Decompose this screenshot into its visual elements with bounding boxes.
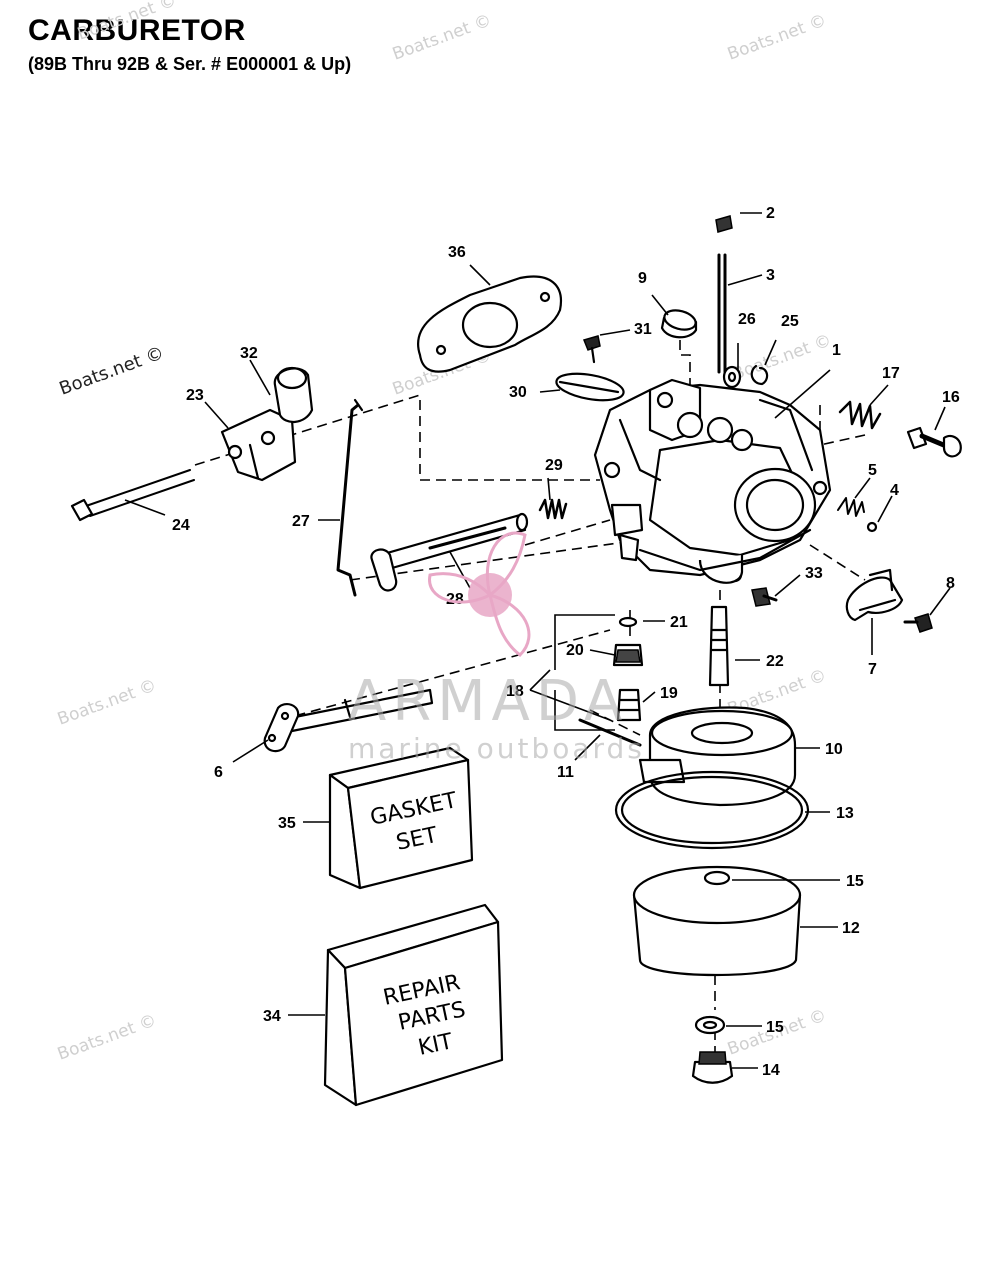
drain-plug-part-14	[691, 1051, 734, 1084]
washer-part-26	[722, 365, 742, 389]
callout-31: 31	[634, 321, 652, 338]
leader-lines	[124, 212, 951, 1069]
watermark-text-dark: Boats.net ©	[57, 342, 167, 399]
page-title: CARBURETOR	[28, 14, 246, 47]
carburetor-body-part-1	[593, 378, 832, 584]
callout-labels: 1 2 3 4 5 6 7 8 9 10 11 12 13 14 15 15 1…	[172, 205, 960, 1079]
watermark-text: Boats.net ©	[725, 10, 829, 64]
armada-brand-watermark: ARMADA marine outboards	[348, 531, 645, 765]
callout-21: 21	[670, 614, 688, 631]
callout-10: 10	[825, 741, 843, 758]
link-rod-part-27	[336, 398, 364, 597]
propeller-logo	[428, 531, 531, 657]
watermark-text: Boats.net ©	[75, 0, 179, 45]
hinge-pin-part-11	[578, 718, 642, 747]
callout-2: 2	[766, 205, 775, 222]
callout-20: 20	[566, 642, 584, 659]
callout-19: 19	[660, 685, 678, 702]
clip-part-25	[750, 364, 769, 386]
callout-22: 22	[766, 653, 784, 670]
watermark-text: Boats.net ©	[390, 10, 494, 64]
callout-34: 34	[263, 1008, 281, 1025]
page-subtitle: (89B Thru 92B & Ser. # E000001 & Up)	[28, 54, 352, 74]
callout-26: 26	[738, 311, 756, 328]
screw-part-8	[903, 613, 933, 633]
callout-8: 8	[946, 575, 955, 592]
needle-valve-part-22	[708, 605, 730, 687]
spring-part-17	[838, 400, 882, 430]
float-part-10	[638, 706, 797, 807]
callout-15b: 15	[766, 1019, 784, 1036]
callout-30: 30	[509, 384, 527, 401]
callout-23: 23	[186, 387, 204, 404]
jet-part-20	[612, 643, 644, 667]
callout-35: 35	[278, 815, 296, 832]
washer-part-21	[618, 616, 638, 628]
watermark-text: Boats.net ©	[55, 675, 159, 729]
screw-part-33	[751, 587, 778, 607]
washer-part-15	[694, 1015, 726, 1035]
brand-name: ARMADA	[348, 669, 628, 734]
gasket-part-36	[417, 275, 563, 373]
spring-part-5	[837, 497, 865, 517]
callout-9: 9	[638, 270, 647, 287]
brand-tagline: marine outboards	[348, 732, 645, 765]
callout-36: 36	[448, 244, 466, 261]
callout-7: 7	[868, 661, 877, 678]
spring-part-29	[538, 498, 568, 520]
callout-17: 17	[882, 365, 900, 382]
callout-12: 12	[842, 920, 860, 937]
nozzle-part-19	[616, 688, 642, 722]
callout-24: 24	[172, 517, 190, 534]
screw-part-24	[70, 469, 195, 522]
callout-33: 33	[805, 565, 823, 582]
callout-32: 32	[240, 345, 258, 362]
callout-14: 14	[762, 1062, 780, 1079]
choke-bracket-part-23	[220, 366, 314, 482]
repair-kit-box-part-34: REPAIR PARTS KIT	[323, 903, 504, 1107]
callout-27: 27	[292, 513, 310, 530]
float-bowl-part-12	[632, 865, 802, 977]
gasket-set-box-part-35: GASKET SET	[328, 746, 474, 890]
callout-5: 5	[868, 462, 877, 479]
gasket-ring-part-13	[614, 770, 810, 850]
choke-shaft-part-6	[263, 688, 434, 753]
callout-4: 4	[890, 482, 899, 499]
callout-3: 3	[766, 267, 775, 284]
throttle-plate-part-30	[555, 372, 625, 402]
cam-part-7	[845, 568, 904, 622]
screw-part-31	[582, 335, 601, 364]
plug-part-9	[660, 309, 698, 339]
idle-screw-part-16	[906, 426, 962, 458]
callout-28: 28	[446, 591, 464, 608]
callout-11: 11	[557, 764, 574, 781]
callout-29: 29	[545, 457, 563, 474]
callout-1: 1	[832, 342, 841, 359]
pin-part-3	[715, 215, 733, 374]
callout-13: 13	[836, 805, 854, 822]
callout-6: 6	[214, 764, 223, 781]
callout-25: 25	[781, 313, 799, 330]
watermark-text: Boats.net ©	[730, 330, 834, 384]
ball-part-4	[866, 521, 878, 533]
callout-18: 18	[506, 683, 524, 700]
callout-16: 16	[942, 389, 960, 406]
callout-15a: 15	[846, 873, 864, 890]
throttle-shaft-part-28	[370, 512, 529, 592]
watermark-text: Boats.net ©	[55, 1010, 159, 1064]
